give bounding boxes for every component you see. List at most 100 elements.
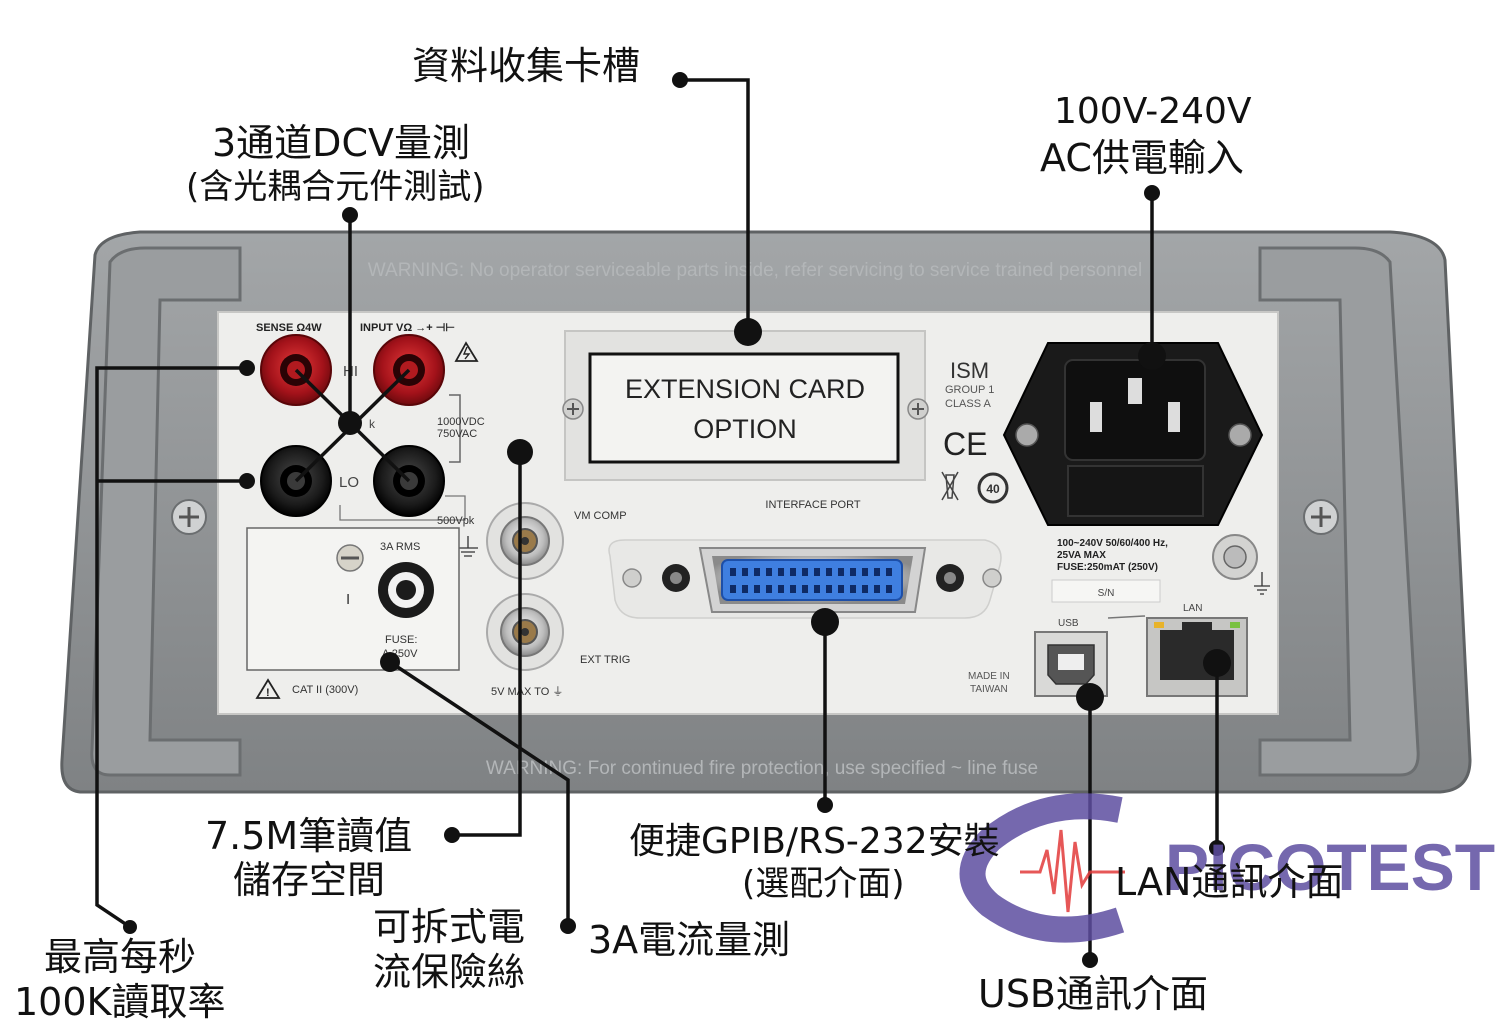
picotest-watermark-logo: PICOTEST xyxy=(959,793,1495,943)
gpib-connector-icon xyxy=(698,547,927,613)
extension-card-text-2: OPTION xyxy=(693,414,797,444)
weee-bin-icon xyxy=(941,471,959,501)
max-to-label: 5V MAX TO ⏚ xyxy=(491,685,563,698)
sense-label: SENSE Ω4W xyxy=(256,322,322,334)
ism-label: ISM xyxy=(950,358,989,383)
cat-warning-icon xyxy=(255,678,281,699)
epup-40-icon: 40 xyxy=(977,472,1009,504)
group-label: GROUP 1 xyxy=(945,384,994,396)
dot-card-slot-end xyxy=(734,318,762,346)
callout-dcv-line1: 3通道DCV量測 xyxy=(212,121,470,165)
callout-usb: USB通訊介面 xyxy=(978,972,1209,1016)
vm-comp-label: VM COMP xyxy=(574,510,627,522)
ac-inlet-socket xyxy=(1064,359,1206,461)
lo-label: LO xyxy=(339,474,359,491)
extension-card-label-box xyxy=(588,352,900,464)
bnc-ext-trig-icon xyxy=(486,593,564,671)
power-spec-2: 25VA MAX xyxy=(1057,550,1106,561)
three-a-rms-label: 3A RMS xyxy=(380,541,420,553)
warning-top-text: WARNING: No operator serviceable parts i… xyxy=(368,260,1142,281)
screw-right-icon xyxy=(1303,499,1339,535)
interface-port-label: INTERFACE PORT xyxy=(765,499,860,511)
callout-lan: LAN通訊介面 xyxy=(1115,860,1344,904)
fuse-holder-icon xyxy=(336,544,364,572)
port-screw-left-icon xyxy=(622,568,642,588)
dot-fuse-end xyxy=(560,918,576,934)
dot-rate-lo xyxy=(239,473,255,489)
dot-fuse xyxy=(380,652,400,672)
class-label: CLASS A xyxy=(945,398,992,410)
usb-port-label: USB xyxy=(1058,618,1079,629)
callout-fuse-line1: 可拆式電 xyxy=(373,905,526,949)
callout-current: 3A電流量測 xyxy=(588,918,791,962)
dot-lan xyxy=(1203,649,1231,677)
port-screw-right-icon xyxy=(982,568,1002,588)
dot-rate-hi xyxy=(239,360,255,376)
warning-bottom-text: WARNING: For continued fire protection, … xyxy=(486,758,1038,779)
leader-card-slot xyxy=(680,78,750,332)
cat-label: CAT II (300V) xyxy=(292,684,358,696)
serial-number-box xyxy=(1051,579,1161,603)
lan-port-label: LAN xyxy=(1183,603,1202,614)
inlet-screw-left-icon xyxy=(1015,423,1039,447)
ground-symbol-icon xyxy=(458,536,478,557)
sn-label: S/N xyxy=(1098,588,1115,599)
dot-rate-label xyxy=(123,920,137,934)
ext-trig-label: EXT TRIG xyxy=(580,654,630,666)
standoff-left-icon xyxy=(662,564,690,592)
dot-dcv xyxy=(342,207,358,223)
dot-usb-end xyxy=(1082,952,1098,968)
hazard-triangle-icon xyxy=(454,341,479,362)
callout-fuse-line2: 流保險絲 xyxy=(373,950,526,994)
ac-pin-ground-icon xyxy=(1128,378,1142,404)
inlet-screw-right-icon xyxy=(1228,423,1252,447)
brand-text: PICOTEST xyxy=(1165,830,1495,904)
made-in-1: MADE IN xyxy=(968,671,1010,682)
k-label: k xyxy=(369,417,376,431)
made-in-2: TAIWAN xyxy=(970,684,1008,695)
dot-usb xyxy=(1076,683,1104,711)
leader-rate xyxy=(95,366,247,929)
dot-memory-end xyxy=(507,439,533,465)
extension-card-text-1: EXTENSION CARD xyxy=(625,374,865,404)
slot-screw-left-icon xyxy=(562,398,584,420)
dc-rating-1: 1000VDC xyxy=(437,416,485,428)
callout-rate-line1: 最高每秒 xyxy=(44,935,197,979)
power-spec-1: 100~240V 50/60/400 Hz, xyxy=(1057,538,1168,549)
svg-text:40: 40 xyxy=(986,482,1000,496)
fuse-label-1: FUSE: xyxy=(385,634,417,646)
callout-gpib-line2: (選配介面) xyxy=(742,864,905,904)
svg-text:!: ! xyxy=(266,687,270,699)
callout-memory-line1: 7.5M筆讀值 xyxy=(205,814,413,858)
ac-pin-left-icon xyxy=(1090,402,1102,432)
bnc-vm-comp-icon xyxy=(486,502,564,580)
callout-power-line2: AC供電輸入 xyxy=(1040,136,1244,180)
dot-dcv-end xyxy=(338,411,362,435)
rj45-port-icon xyxy=(1146,617,1248,697)
i-label: I xyxy=(346,591,350,608)
handle-left xyxy=(90,246,242,777)
handle-right xyxy=(1258,246,1420,777)
callout-power-line1: 100V-240V xyxy=(1054,91,1252,132)
vpk-rating: 500Vpk xyxy=(437,515,475,527)
input-label: INPUT VΩ →+ ⊣⊢ xyxy=(360,321,455,334)
callout-card-slot: 資料收集卡槽 xyxy=(412,44,641,88)
dc-rating-2: 750VAC xyxy=(437,428,477,440)
ac-pin-right-icon xyxy=(1168,402,1180,432)
screw-left-icon xyxy=(171,499,207,535)
ce-mark: CE xyxy=(943,426,987,462)
leader-fuse xyxy=(389,660,570,926)
dot-memory xyxy=(444,827,460,843)
dot-power-end xyxy=(1138,342,1166,370)
dot-card-slot xyxy=(672,72,688,88)
dot-gpib xyxy=(811,608,839,636)
dot-gpib-end xyxy=(817,797,833,813)
power-spec-3: FUSE:250mAT (250V) xyxy=(1057,562,1158,573)
chassis-ground-icon xyxy=(1212,534,1270,595)
dot-lan-end xyxy=(1209,840,1225,856)
standoff-right-icon xyxy=(936,564,964,592)
callout-dcv-line2: (含光耦合元件測試) xyxy=(186,167,485,207)
dot-power xyxy=(1144,185,1160,201)
